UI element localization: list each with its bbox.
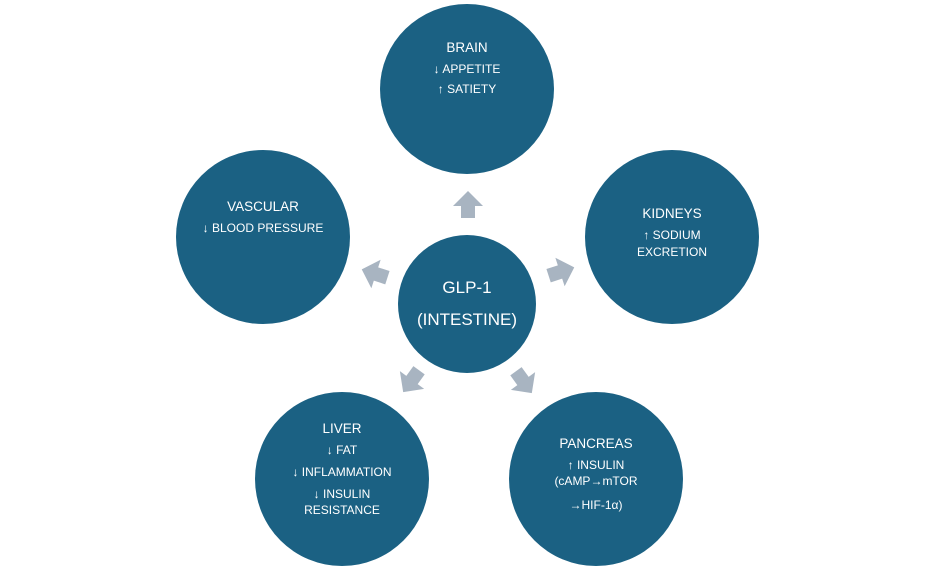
vascular-title: VASCULAR (227, 199, 299, 214)
pancreas-node: PANCREAS ↑ INSULIN (cAMP→mTOR →HIF-1α) (509, 392, 683, 566)
liver-effect-fat: ↓ FAT (326, 443, 358, 457)
center-label-line2: (INTESTINE) (416, 310, 518, 329)
brain-node: BRAIN ↓ APPETITE ↑ SATIETY (380, 4, 554, 174)
pancreas-title: PANCREAS (559, 436, 633, 451)
liver-effect-inflammation: ↓ INFLAMMATION (292, 465, 392, 479)
kidneys-effect-line2: EXCRETION (636, 244, 707, 259)
liver-effect-resistance: RESISTANCE (304, 503, 380, 517)
brain-title: BRAIN (446, 40, 488, 55)
kidneys-node: KIDNEYS ↑ SODIUM EXCRETION (585, 150, 759, 324)
vascular-effect-blood-pressure: ↓ BLOOD PRESSURE (202, 221, 324, 235)
kidneys-title: KIDNEYS (642, 205, 702, 221)
liver-effect-insulin: ↓ INSULIN (313, 487, 371, 501)
arrow-to-liver (399, 366, 425, 393)
arrow-to-vascular (361, 259, 390, 289)
brain-effect-appetite: ↓ APPETITE (433, 62, 501, 76)
brain-effect-satiety: ↑ SATIETY (437, 82, 497, 96)
vascular-node: VASCULAR ↓ BLOOD PRESSURE (176, 150, 350, 324)
liver-node: LIVER ↓ FAT ↓ INFLAMMATION ↓ INSULIN RES… (255, 392, 429, 566)
liver-title: LIVER (322, 421, 362, 436)
glp1-center-node: GLP-1 (INTESTINE) (398, 235, 536, 373)
kidneys-effect-line1: ↑ SODIUM (643, 227, 701, 242)
pancreas-effect-pathway1: (cAMP→mTOR (554, 474, 638, 488)
center-label-line1: GLP-1 (442, 278, 492, 297)
arrow-to-kidneys (546, 257, 575, 287)
pancreas-effect-pathway2: →HIF-1α) (569, 498, 623, 512)
arrow-to-pancreas (510, 367, 536, 394)
arrow-to-brain (453, 191, 483, 218)
pancreas-effect-insulin: ↑ INSULIN (567, 458, 625, 472)
